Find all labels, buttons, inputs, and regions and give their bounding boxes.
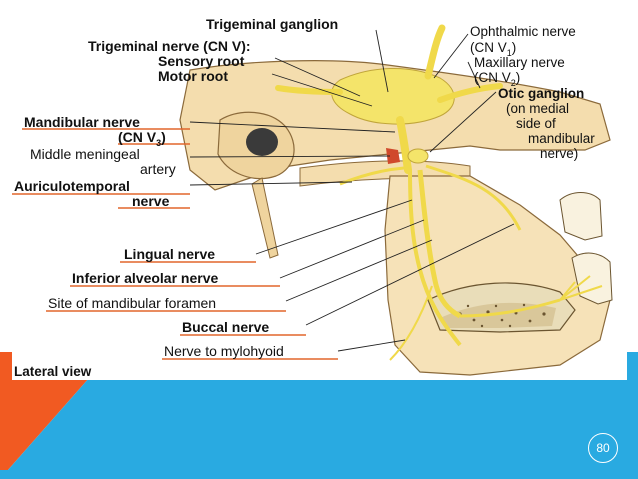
inferior-alveolar-nerve-shape	[417, 169, 462, 319]
nerve-to-mylohyoid-shape	[389, 285, 433, 361]
ophthalmic-nerve	[424, 24, 446, 80]
leader-lines	[189, 29, 515, 352]
label-middle-meningeal-artery: artery	[140, 161, 176, 177]
label-otic-nerve: nerve)	[540, 146, 578, 161]
label-lateral-view: Lateral view	[14, 364, 92, 379]
page-number-badge: 80	[588, 433, 618, 463]
slide-footer-decoration	[0, 352, 638, 479]
label-otic-medial: (on medial	[506, 101, 569, 116]
blue-bottom-strip	[0, 470, 638, 479]
teeth-outline	[571, 252, 613, 305]
label-trigeminal-ganglion: Trigeminal ganglion	[206, 16, 338, 32]
label-ophthalmic-cn: (CN V1)	[470, 40, 516, 58]
label-nerve-to-mylohyoid: Nerve to mylohyoid	[164, 343, 284, 359]
inferior-alveolar-inside-bone	[459, 298, 561, 318]
label-ophthalmic-nerve: Ophthalmic nerve	[470, 24, 576, 39]
label-motor-root: Motor root	[158, 68, 228, 84]
label-underlines	[12, 128, 338, 360]
label-otic-ganglion: Otic ganglion	[498, 86, 584, 101]
mandibular-nerve-trunk	[396, 116, 412, 174]
label-middle-meningeal: Middle meningeal	[30, 146, 140, 162]
tooth-upper	[559, 192, 603, 241]
anatomy-illustration	[179, 24, 613, 376]
label-otic-side: side of	[516, 116, 556, 131]
styloid-process	[251, 177, 279, 259]
middle-meningeal-artery-shape	[386, 148, 400, 164]
label-inferior-alveolar-nerve: Inferior alveolar nerve	[72, 270, 219, 286]
label-maxillary-nerve: Maxillary nerve	[474, 55, 565, 70]
trigeminal-ganglion-shape	[331, 67, 455, 125]
label-lingual-nerve: Lingual nerve	[124, 246, 215, 262]
label-auriculotemporal-nerve: nerve	[132, 193, 170, 209]
dental-nerve-branches	[559, 275, 603, 301]
otic-ganglion-shape	[407, 148, 429, 164]
label-otic-mandibular: mandibular	[528, 131, 595, 146]
label-mandibular-nerve-cn: (CN V3)	[118, 129, 166, 148]
label-mandibular-foramen: Site of mandibular foramen	[48, 295, 216, 311]
label-sensory-root: Sensory root	[158, 53, 245, 69]
maxillary-nerve	[437, 83, 503, 103]
label-maxillary-cn: (CN V2)	[474, 70, 520, 88]
label-buccal-nerve: Buccal nerve	[182, 319, 269, 335]
label-mandibular-nerve: Mandibular nerve	[24, 114, 140, 130]
figure-labels: Trigeminal ganglion Trigeminal nerve (CN…	[14, 16, 595, 379]
buccal-nerve-shape	[425, 164, 522, 231]
acoustic-meatus	[246, 128, 278, 156]
label-auriculotemporal: Auriculotemporal	[14, 178, 130, 194]
blue-footer-shape	[0, 352, 638, 479]
label-trigeminal-nerve: Trigeminal nerve (CN V):	[88, 38, 251, 54]
sensory-root	[275, 85, 343, 95]
